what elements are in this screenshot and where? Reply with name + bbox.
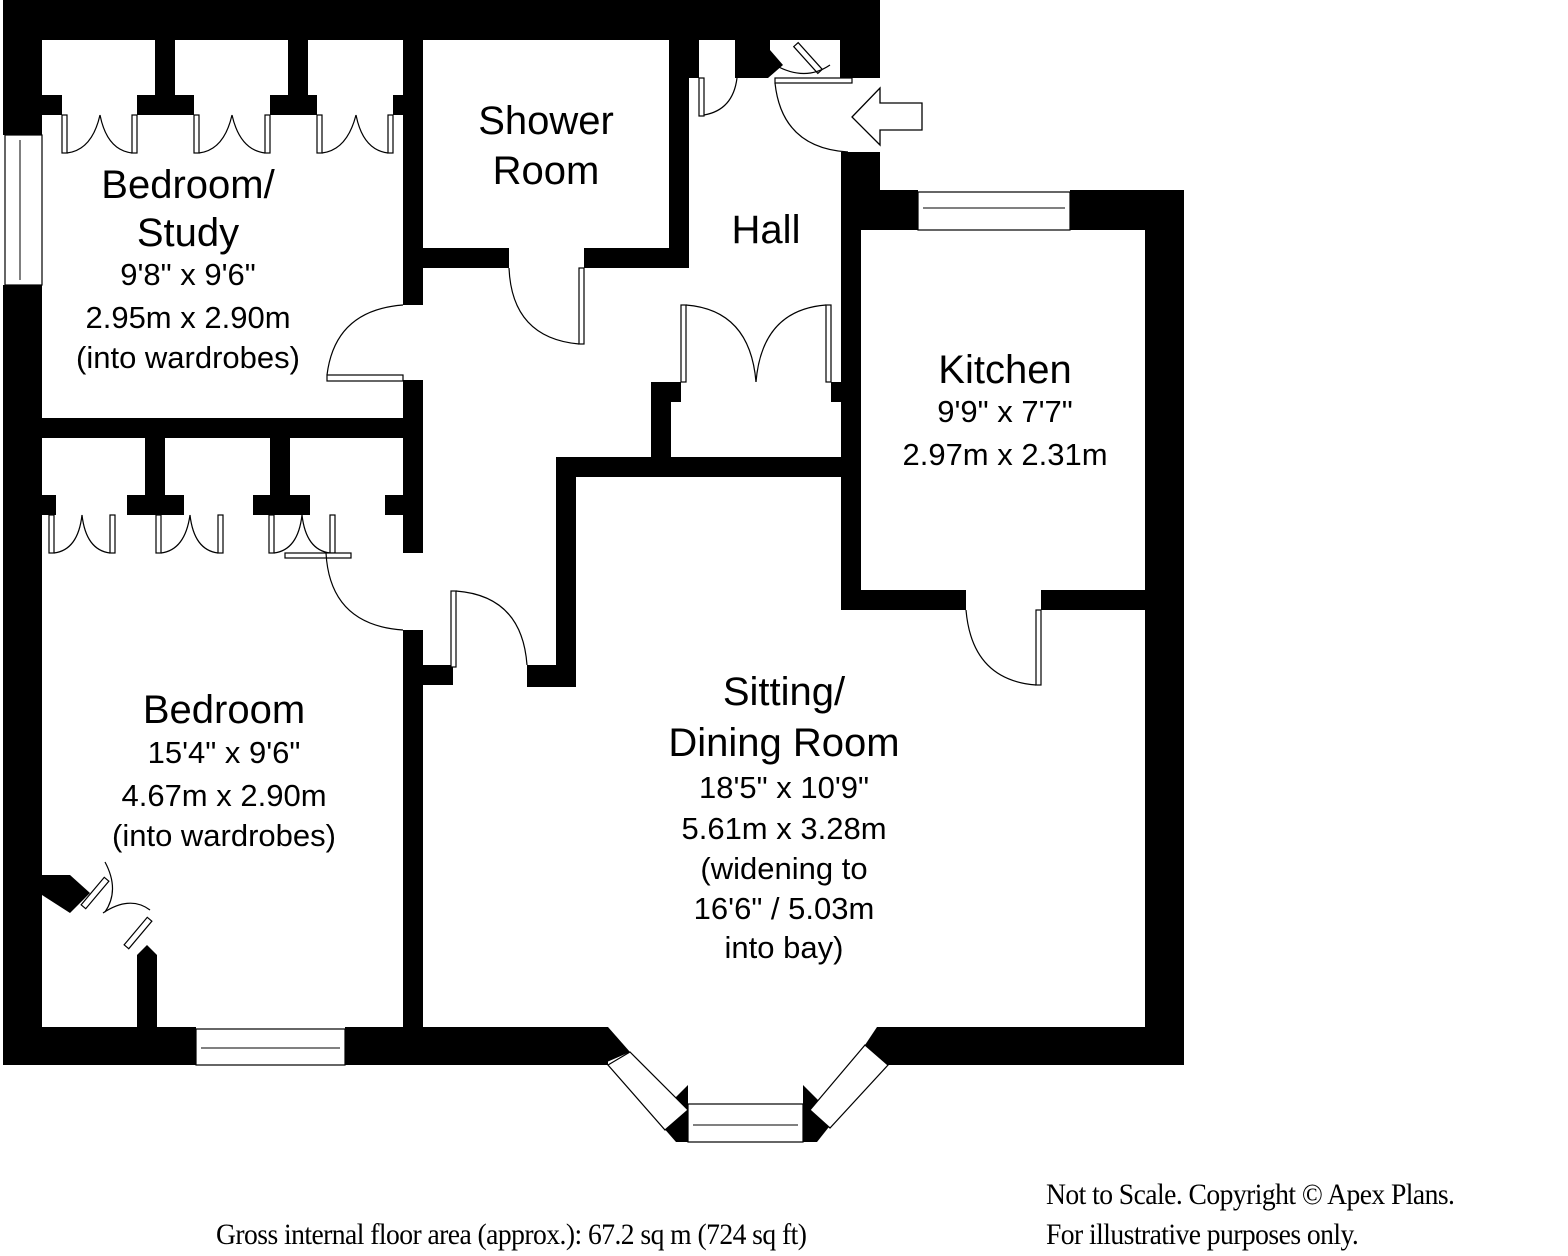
- door-kitchen: [965, 609, 1042, 686]
- door-shower: [508, 267, 585, 345]
- room-shower-room: Shower Room: [478, 99, 614, 193]
- room-dimensions-imperial: 9'8" x 9'6": [120, 257, 256, 292]
- room-dimensions-imperial: 9'9" x 7'7": [937, 394, 1073, 429]
- window-bay-right: [809, 1044, 889, 1129]
- doors: [48, 41, 1042, 950]
- door-entrance: [774, 77, 853, 153]
- room-note: (widening to: [700, 851, 867, 886]
- room-name: Kitchen: [938, 348, 1071, 392]
- room-dimensions-metric: 2.97m x 2.31m: [902, 437, 1107, 472]
- room-sitting-dining: Sitting/ Dining Room 18'5" x 10'9" 5.61m…: [668, 670, 899, 965]
- room-name: Shower: [478, 99, 614, 143]
- room-name: Dining Room: [668, 721, 899, 765]
- room-name: Sitting/: [723, 670, 846, 714]
- room-dimensions-metric: 2.95m x 2.90m: [85, 300, 290, 335]
- door-small-cupboard: [698, 77, 738, 117]
- disclaimer-line-2: For illustrative purposes only.: [1046, 1218, 1359, 1251]
- room-bedroom: Bedroom 15'4" x 9'6" 4.67m x 2.90m (into…: [112, 688, 336, 853]
- room-dimensions-metric: 5.61m x 3.28m: [681, 811, 886, 846]
- room-note: 16'6" / 5.03m: [694, 891, 875, 926]
- gross-area-text: Gross internal floor area (approx.): 67.…: [216, 1218, 807, 1251]
- room-name: Bedroom: [143, 688, 305, 732]
- window-bay-left: [607, 1051, 689, 1131]
- walls: [3, 0, 1184, 1142]
- room-name: Hall: [732, 208, 801, 252]
- window-bay-center: [687, 1103, 804, 1143]
- windows: [4, 134, 1071, 1143]
- window-kitchen: [917, 191, 1071, 231]
- room-note: (into wardrobes): [76, 340, 300, 375]
- door-hall-cupboard: [680, 304, 832, 383]
- room-dimensions-imperial: 18'5" x 10'9": [699, 770, 869, 805]
- room-name: Room: [493, 149, 600, 193]
- door-bedroom: [284, 552, 404, 631]
- room-name: Study: [137, 211, 239, 255]
- door-meter-cupboard: [774, 41, 831, 75]
- wardrobe-doors-bedroom: [48, 514, 336, 554]
- arrow-left-icon: [851, 86, 923, 147]
- room-name: Bedroom/: [101, 163, 275, 207]
- door-sitting-hall: [450, 590, 528, 668]
- room-bedroom-study: Bedroom/ Study 9'8" x 9'6" 2.95m x 2.90m…: [76, 163, 300, 375]
- room-dimensions-metric: 4.67m x 2.90m: [121, 778, 326, 813]
- window-study-left: [4, 134, 43, 286]
- wardrobe-doors-study: [61, 114, 394, 154]
- window-bedroom: [195, 1028, 346, 1066]
- room-note: (into wardrobes): [112, 818, 336, 853]
- room-kitchen: Kitchen 9'9" x 7'7" 2.97m x 2.31m: [902, 348, 1107, 472]
- room-hall: Hall: [732, 208, 801, 252]
- door-study: [326, 304, 404, 382]
- disclaimer-line-1: Not to Scale. Copyright © Apex Plans.: [1046, 1178, 1455, 1211]
- room-dimensions-imperial: 15'4" x 9'6": [148, 735, 301, 770]
- room-note: into bay): [725, 930, 844, 965]
- door-bedroom-closet: [80, 861, 153, 950]
